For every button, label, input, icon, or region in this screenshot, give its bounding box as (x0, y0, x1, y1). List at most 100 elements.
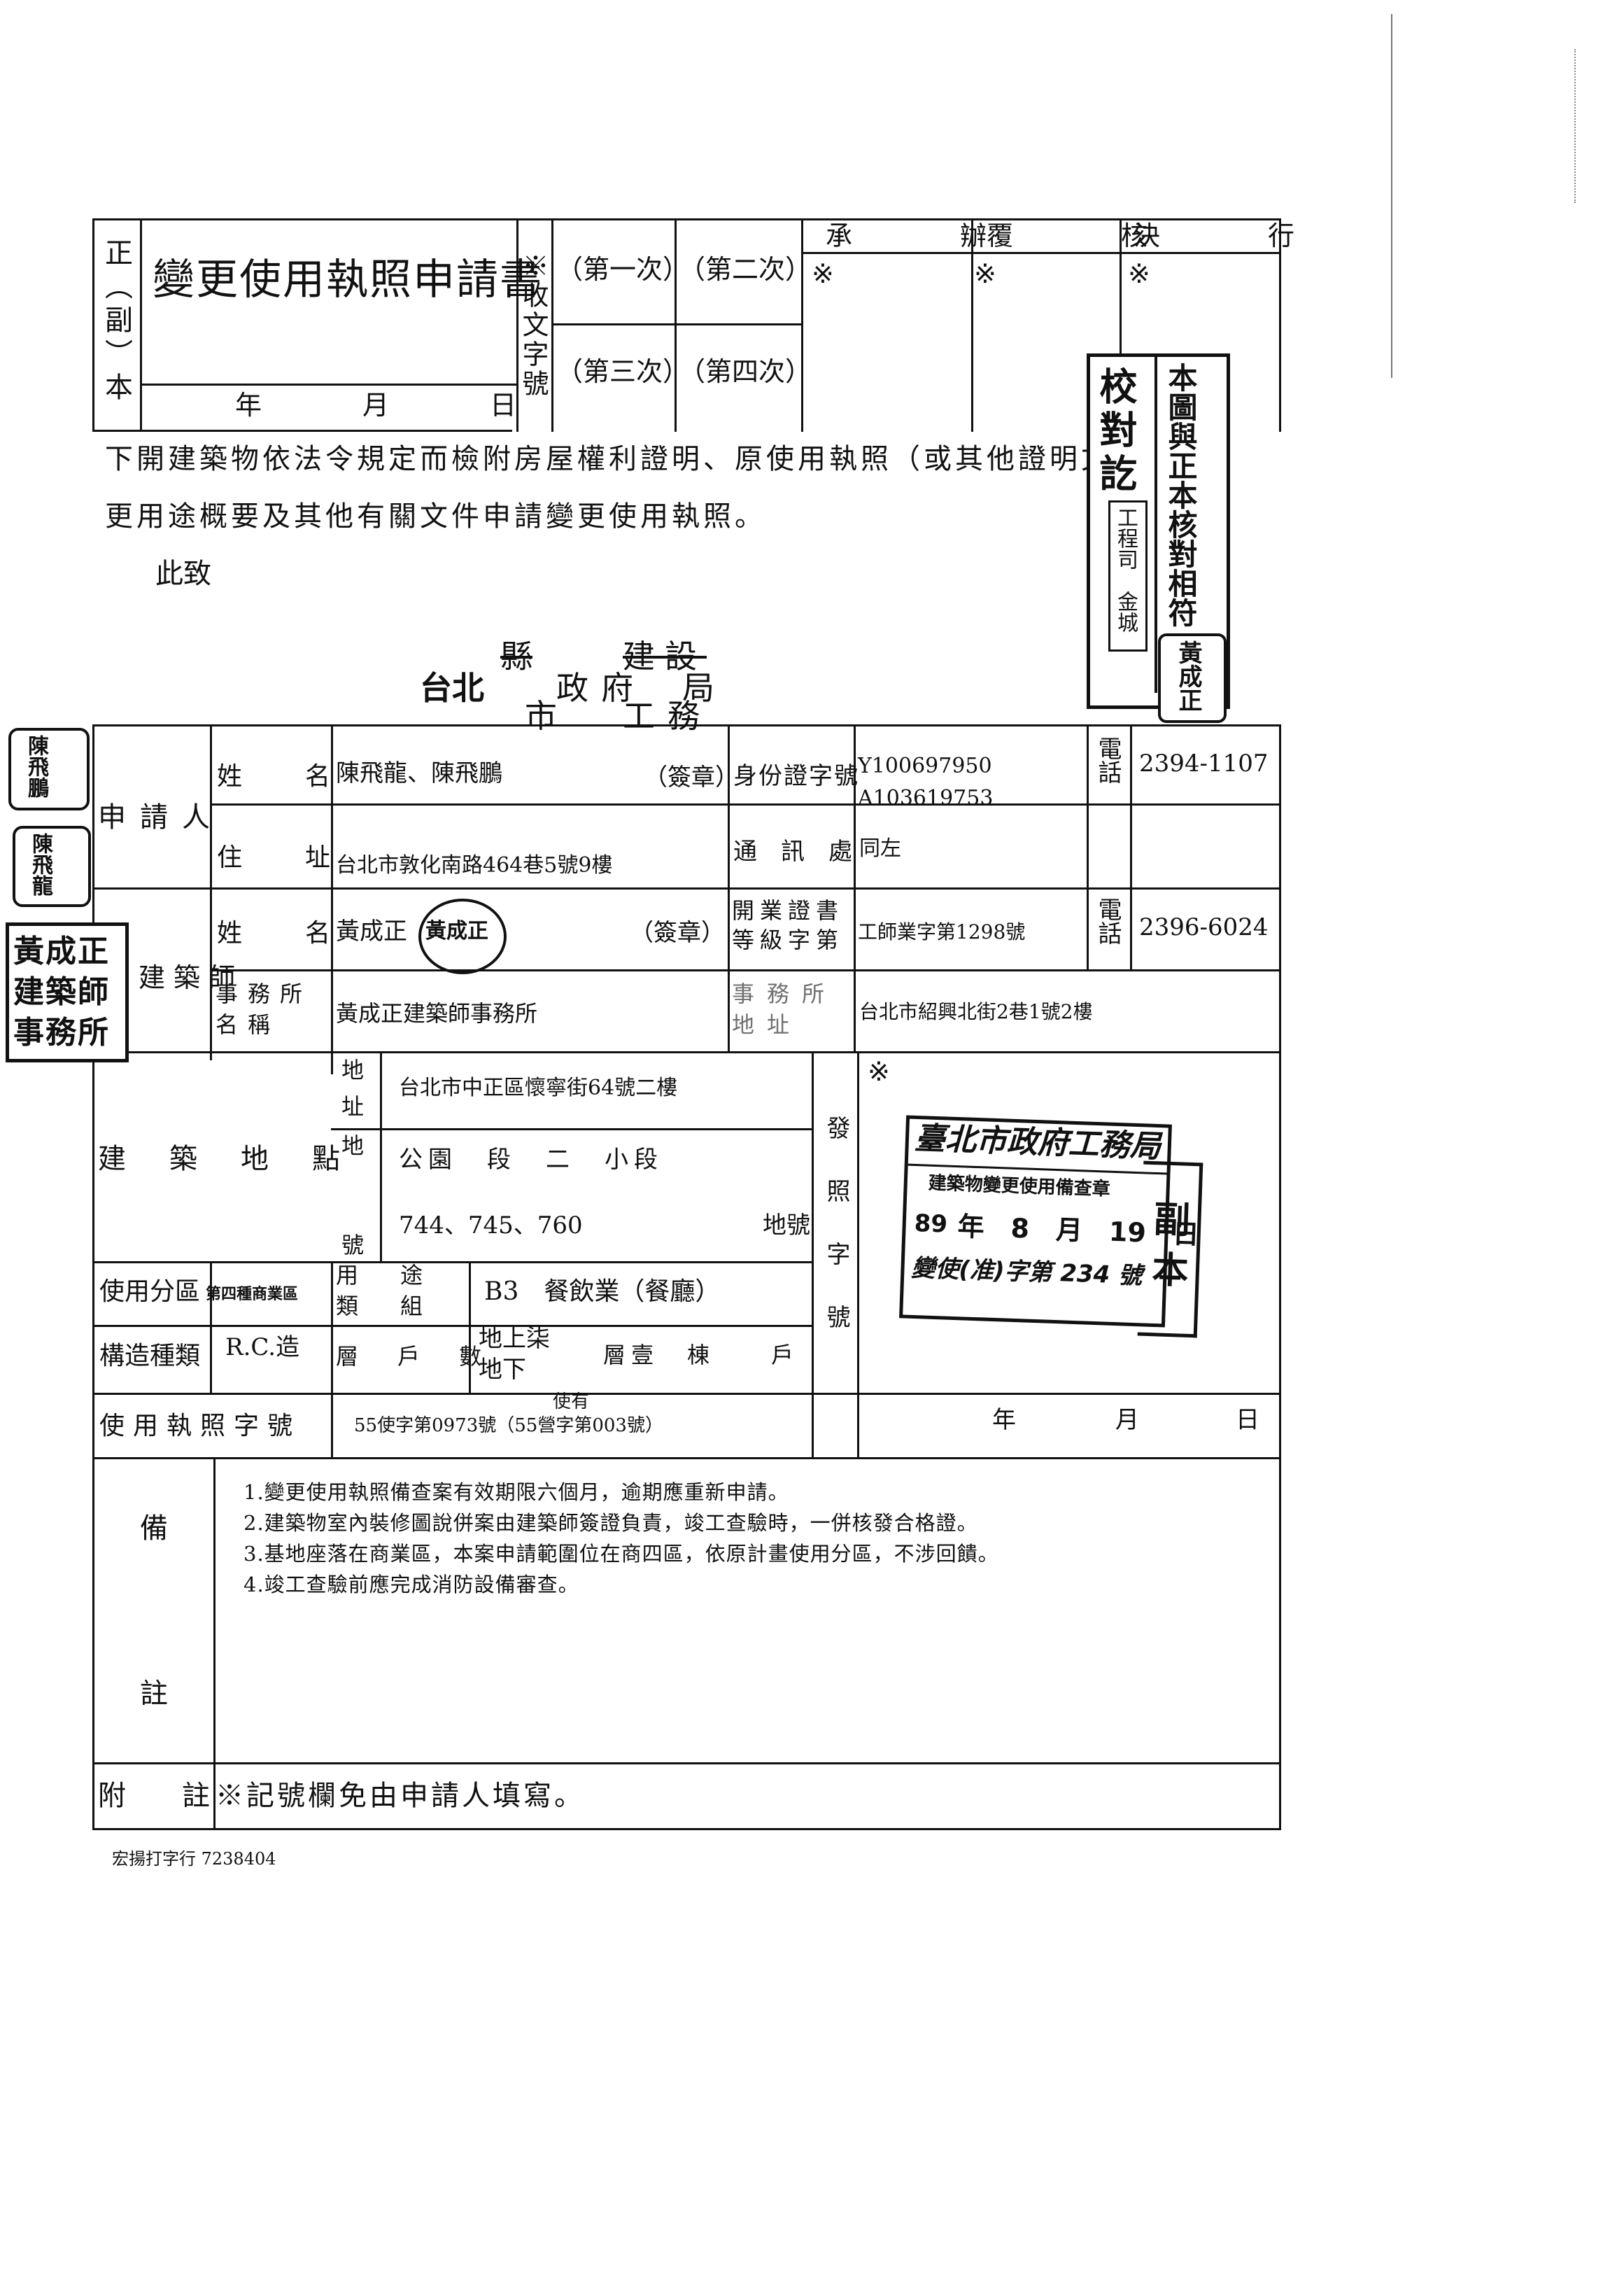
usage-structure-label: 構造種類 (99, 1342, 201, 1370)
architect-office-seal: 黃成正建築師事務所 (6, 922, 129, 1062)
remarks-label-bottom: 註 (140, 1678, 168, 1710)
seal-left-mid: 陳飛龍 (13, 826, 91, 907)
seal-architect-small-text: 黃成正 (1174, 640, 1202, 712)
intro-line-1: 下開建築物依法令規定而檢附房屋權利證明、原使用執照（或其他證明文件）變 (105, 443, 1207, 475)
seal-architect-small: 黃成正 (1158, 633, 1227, 723)
bureau-stamp: 臺北市政府工務局 建築物變更使用備查章 89 年 8 月 19 日 變使(准)字… (899, 1115, 1200, 1328)
site-section-label: 建築地點 (98, 1143, 383, 1175)
applicant-id-2: A103619753 (858, 786, 994, 810)
date-year-label: 年 (235, 390, 262, 421)
applicant-address-label: 住 址 (217, 843, 335, 872)
bureau-date-year: 89 (914, 1209, 948, 1239)
applicant-id-1: Y100697950 (858, 754, 992, 778)
usage-date-month: 月 (1115, 1406, 1139, 1434)
architect-office-seal-text: 黃成正建築師事務所 (13, 934, 110, 1051)
bureau-no: 變使(准)字第 234 號 (910, 1253, 1143, 1291)
round-second: （第二次） (679, 254, 812, 285)
verified-text: 本圖與正本核對相符 (1164, 363, 1198, 627)
architect-phone-label: 電話 (1094, 897, 1122, 945)
applicant-name: 陳飛龍、陳飛鵬 (336, 759, 502, 787)
copy-stamp-text: 副本 (1144, 1199, 1190, 1302)
applicant-phone-label: 電話 (1094, 736, 1122, 784)
copy-marker: 正（副）本 (100, 238, 132, 406)
architect-name-label: 姓 名 (217, 919, 335, 948)
round-third: （第三次） (556, 356, 690, 387)
date-month-label: 月 (362, 390, 390, 421)
architect-name-seal: 黃成正 (418, 899, 507, 974)
site-lot-numbers: 744、745、760 (399, 1211, 583, 1239)
architect-office: 黃成正建築師事務所 (336, 1000, 538, 1027)
applicant-id-label: 身份證字號 (733, 762, 859, 790)
usage-permit-note: 使有 (553, 1391, 590, 1412)
receipt-label: ※收文字號 (518, 252, 549, 399)
architect-office-address: 台北市紹興北街2巷1號2樓 (859, 1000, 1093, 1023)
applicant-mail: 同左 (859, 836, 901, 861)
scan-edge-line (1391, 14, 1392, 378)
site-lot-section: 公園 段 二 小段 (399, 1146, 663, 1174)
usage-floors-suffix: 層壹 棟 戶 (603, 1342, 800, 1368)
usage-permit-label: 使用執照字號 (99, 1412, 302, 1440)
gov-city: 市 (525, 697, 557, 735)
site-lot-label: 地號 (338, 1134, 365, 1333)
usage-permit: 55使字第0973號（55營字第003號） (354, 1415, 663, 1436)
usage-floors-label: 層戶數 (336, 1343, 521, 1370)
seal-left-mid-text: 陳飛龍 (28, 833, 52, 896)
site-issue-label: 發照字號 (822, 1116, 850, 1368)
architect-license: 工師業字第1298號 (858, 920, 1026, 943)
architect-sign-label: （簽章） (630, 919, 725, 947)
gov-bureau: 局 (682, 669, 714, 707)
proof-check-text: 校對訖 (1093, 367, 1137, 497)
struck-construction: 建設 (623, 638, 707, 675)
remark-item-4: 4.竣工查驗前應完成消防設備審查。 (243, 1573, 579, 1596)
asterisk-handler: ※ (812, 258, 834, 289)
seal-left-top-text: 陳飛鵬 (24, 735, 48, 798)
note-text: ※記號欄免由申請人填寫。 (216, 1780, 585, 1812)
stamp-divider (1155, 357, 1157, 693)
applicant-address: 台北市敦化南路464巷5號9樓 (336, 853, 613, 878)
note-label: 附 註 (98, 1780, 210, 1812)
remarks-label-top: 備 (140, 1512, 168, 1545)
gov-taipei: 台北 (420, 669, 484, 707)
usage-use: B3 餐飲業（餐廳） (484, 1277, 721, 1306)
usage-use-label-text: 用途類組 (336, 1262, 465, 1319)
gov-public-works: 工務 (623, 697, 712, 735)
remark-item-2: 2.建築物室內裝修圖說併案由建築師簽證負責，竣工查驗時，一併核發合格證。 (243, 1511, 978, 1535)
scan-edge-dots (1574, 49, 1604, 203)
remark-item-1: 1.變更使用執照備查案有效期限六個月，逾期應重新申請。 (243, 1480, 789, 1504)
copy-stamp: 副本 (1137, 1160, 1203, 1338)
header-decision: 決 行 (1134, 220, 1313, 251)
architect-section-label: 建築師 (139, 962, 244, 993)
architect-license-label-text: 開業證書等級字第 (732, 897, 845, 953)
site-address: 台北市中正區懷寧街64號二樓 (399, 1076, 678, 1100)
usage-floors-above: 地上柒 (479, 1325, 550, 1353)
intro-line-2: 更用途概要及其他有關文件申請變更使用執照。 (105, 500, 766, 533)
usage-zone-label: 使用分區 (99, 1277, 201, 1306)
applicant-name-label: 姓 名 (217, 762, 335, 791)
asterisk-review: ※ (974, 258, 996, 289)
bureau-sub: 建築物變更使用備查章 (928, 1172, 1111, 1200)
engineer-box: 工程司 金城 (1108, 500, 1148, 652)
usage-date-day: 日 (1236, 1406, 1259, 1434)
header-handler: 承 辦 (826, 220, 1005, 251)
site-asterisk: ※ (868, 1056, 890, 1087)
struck-county: 縣 (500, 638, 532, 675)
date-day-label: 日 (490, 390, 517, 421)
printer-credit: 宏揚打字行 7238404 (112, 1849, 276, 1869)
round-first: （第一次） (556, 254, 690, 285)
site-lot-suffix: 地號 (763, 1211, 810, 1239)
applicant-mail-label: 通 訊 處 (733, 838, 852, 866)
bureau-title: 臺北市政府工務局 (914, 1120, 1161, 1165)
form-title: 變更使用執照申請書 (153, 255, 543, 304)
usage-structure: R.C.造 (225, 1333, 300, 1361)
round-fourth: （第四次） (679, 356, 812, 387)
architect-name: 黃成正 (336, 918, 407, 946)
usage-floors-below: 地下 (479, 1356, 526, 1384)
usage-zone: 第四種商業區 (206, 1285, 299, 1303)
architect-name-seal-text: 黃成正 (425, 919, 488, 943)
applicant-sign-label: （簽章） (644, 764, 739, 792)
applicant-phone: 2394-1107 (1139, 750, 1269, 778)
architect-office-label-text: 事務所名稱 (216, 981, 313, 1038)
remark-item-3: 3.基地座落在商業區，本案申請範圍位在商四區，依原計畫使用分區，不涉回饋。 (243, 1542, 999, 1566)
engineer-name: 工程司 金城 (1113, 507, 1138, 633)
asterisk-decision: ※ (1128, 258, 1150, 289)
